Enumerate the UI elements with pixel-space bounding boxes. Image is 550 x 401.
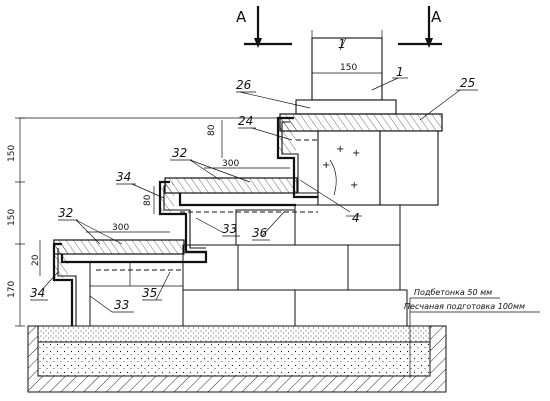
note-concrete-prep: Подбетонка 50 мм bbox=[414, 288, 492, 297]
callout-32-top: 32 bbox=[172, 146, 187, 160]
left-dimension-chain: 150 150 170 bbox=[7, 117, 280, 327]
callout-35: 35 bbox=[142, 286, 157, 300]
callout-36: 36 bbox=[252, 226, 268, 240]
section-marks: А А 1 bbox=[236, 6, 442, 51]
dim-80-a: 80 bbox=[207, 124, 217, 136]
section-mark-left: А bbox=[236, 8, 247, 26]
foundation-notes: Подбетонка 50 мм Песчаная подготовка 100… bbox=[404, 288, 540, 378]
callout-25: 25 bbox=[460, 76, 475, 90]
dim-300-lower: 300 bbox=[112, 223, 129, 233]
dim-left-150-mid: 150 bbox=[7, 209, 17, 226]
dim-300-upper: 300 bbox=[222, 159, 239, 169]
callout-1: 1 bbox=[396, 65, 404, 79]
axis-mark: 1 bbox=[338, 37, 346, 51]
upper-post: + + + + bbox=[279, 30, 443, 206]
bolt-mark-1: + bbox=[336, 144, 344, 155]
dim-left-150-top: 150 bbox=[7, 145, 17, 162]
dim-20: 20 bbox=[31, 254, 41, 266]
callout-4: 4 bbox=[352, 211, 360, 225]
callout-33-bottom: 33 bbox=[114, 298, 129, 312]
bolt-mark-3: + bbox=[322, 160, 330, 171]
callout-24: 24 bbox=[238, 114, 253, 128]
note-sand-prep: Песчаная подготовка 100мм bbox=[404, 302, 525, 311]
ground-layers bbox=[27, 325, 447, 393]
dim-left-170-bottom: 170 bbox=[7, 281, 17, 298]
callout-32-bottom: 32 bbox=[58, 206, 73, 220]
callout-33-top: 33 bbox=[222, 222, 237, 236]
callout-34-bottom: 34 bbox=[30, 286, 45, 300]
steps bbox=[52, 116, 318, 326]
bolt-mark-4: + bbox=[350, 180, 358, 191]
callout-34-top: 34 bbox=[116, 170, 131, 184]
dim-150-top: 150 bbox=[340, 63, 357, 73]
callout-26: 26 bbox=[236, 78, 252, 92]
bolt-mark-2: + bbox=[352, 148, 360, 159]
callouts: 1 25 26 24 80 32 300 34 80 4 bbox=[30, 65, 478, 313]
dim-top-width: 150 bbox=[311, 63, 383, 78]
dim-80-b: 80 bbox=[143, 194, 153, 206]
section-mark-right: А bbox=[431, 8, 442, 26]
